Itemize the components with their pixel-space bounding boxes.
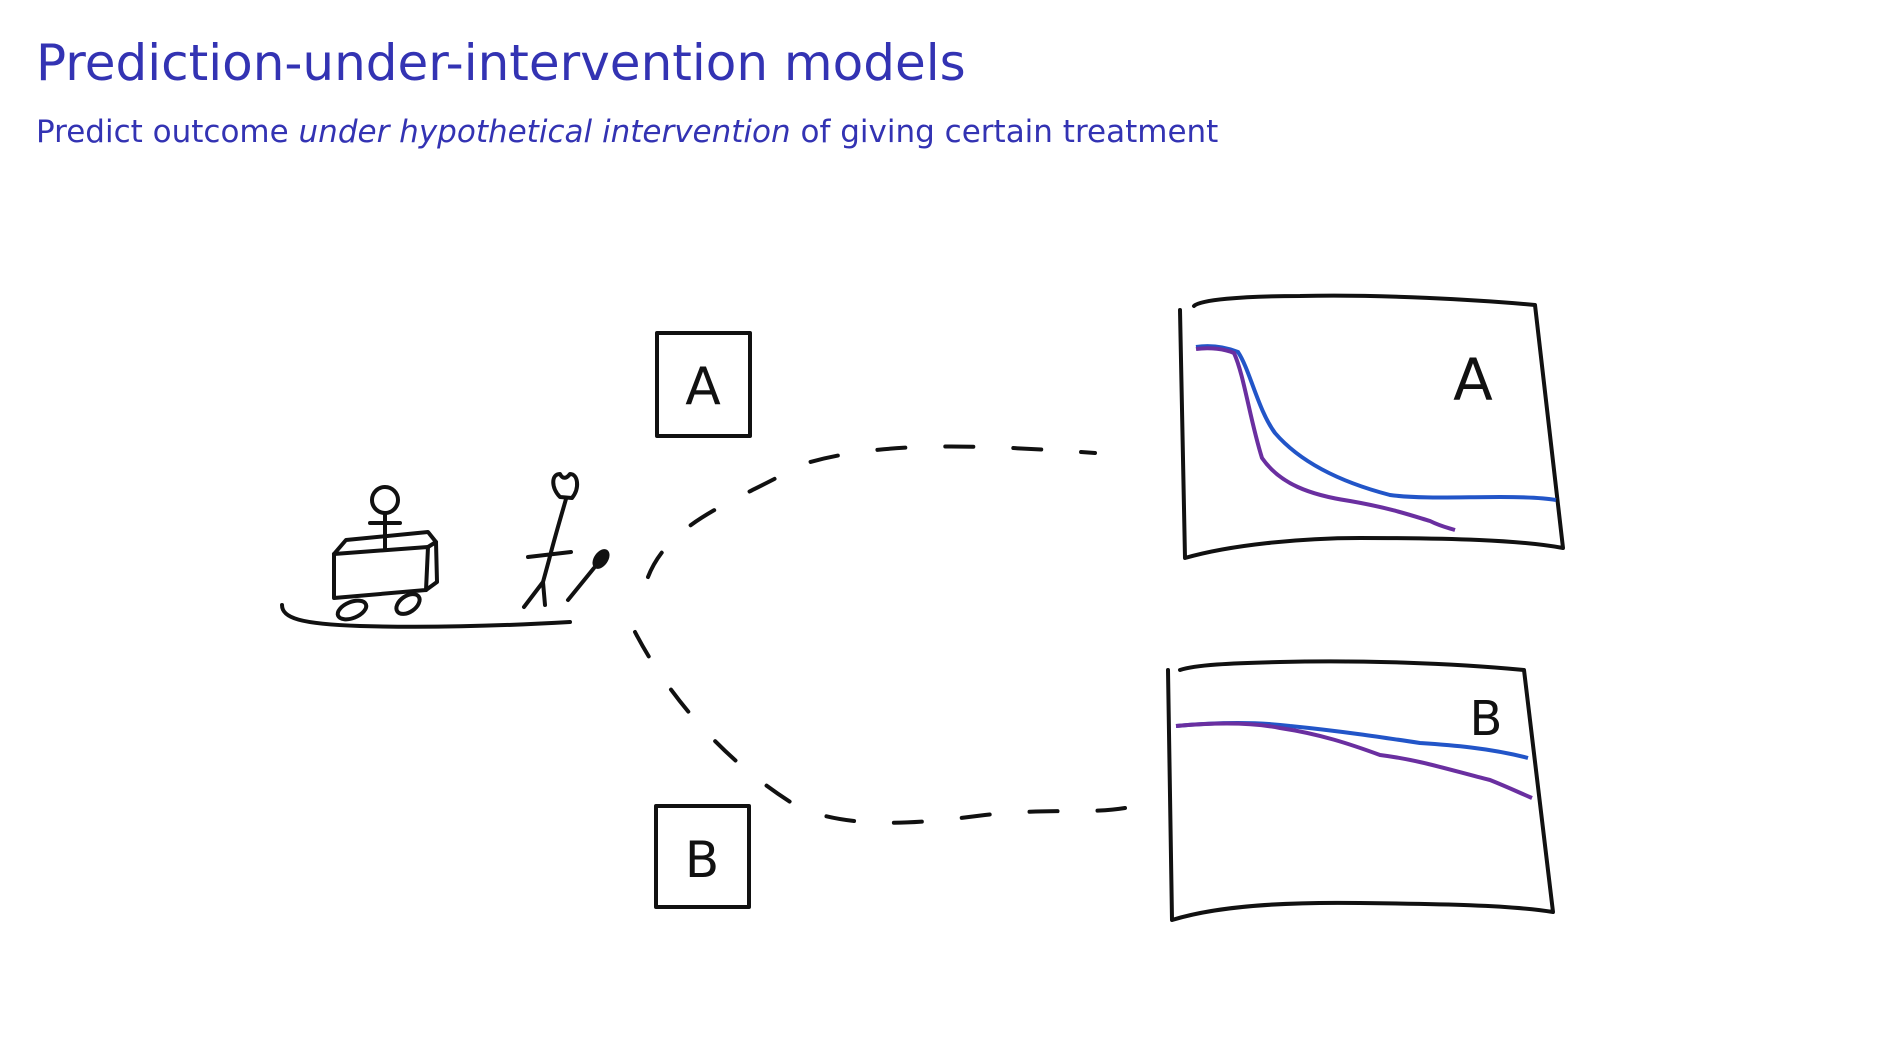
subtitle-emphasis: under hypothetical intervention: [298, 114, 791, 150]
path-to-treatment-a: [646, 444, 1097, 579]
chart-b-label: B: [1470, 691, 1503, 747]
path-to-treatment-b: [633, 630, 1127, 825]
chart-a-blue-curve: [1195, 344, 1557, 502]
chart-a-frame: [1178, 293, 1565, 560]
subtitle-text-start: Predict outcome: [36, 114, 299, 150]
chart-a-purple-curve: [1195, 346, 1456, 532]
slide-subtitle: Predict outcome under hypothetical inter…: [36, 114, 1218, 150]
treatment-a-label: A: [685, 357, 721, 417]
chart-a-label: A: [1453, 346, 1493, 414]
patient-in-wheelchair: [332, 485, 439, 622]
outcome-chart-b: B: [1166, 659, 1555, 922]
chart-b-frame: [1166, 659, 1555, 922]
ground-line: [280, 603, 572, 629]
doctor-figure: [522, 472, 610, 609]
treatment-b-label: B: [685, 831, 719, 889]
outcome-chart-a: A: [1178, 293, 1565, 560]
treatment-b-box: [654, 804, 751, 909]
slide-title: Prediction-under-intervention models: [36, 34, 966, 92]
chart-b-purple-curve: [1175, 721, 1533, 800]
subtitle-text-end: of giving certain treatment: [790, 114, 1219, 150]
treatment-a-box: [655, 331, 752, 438]
